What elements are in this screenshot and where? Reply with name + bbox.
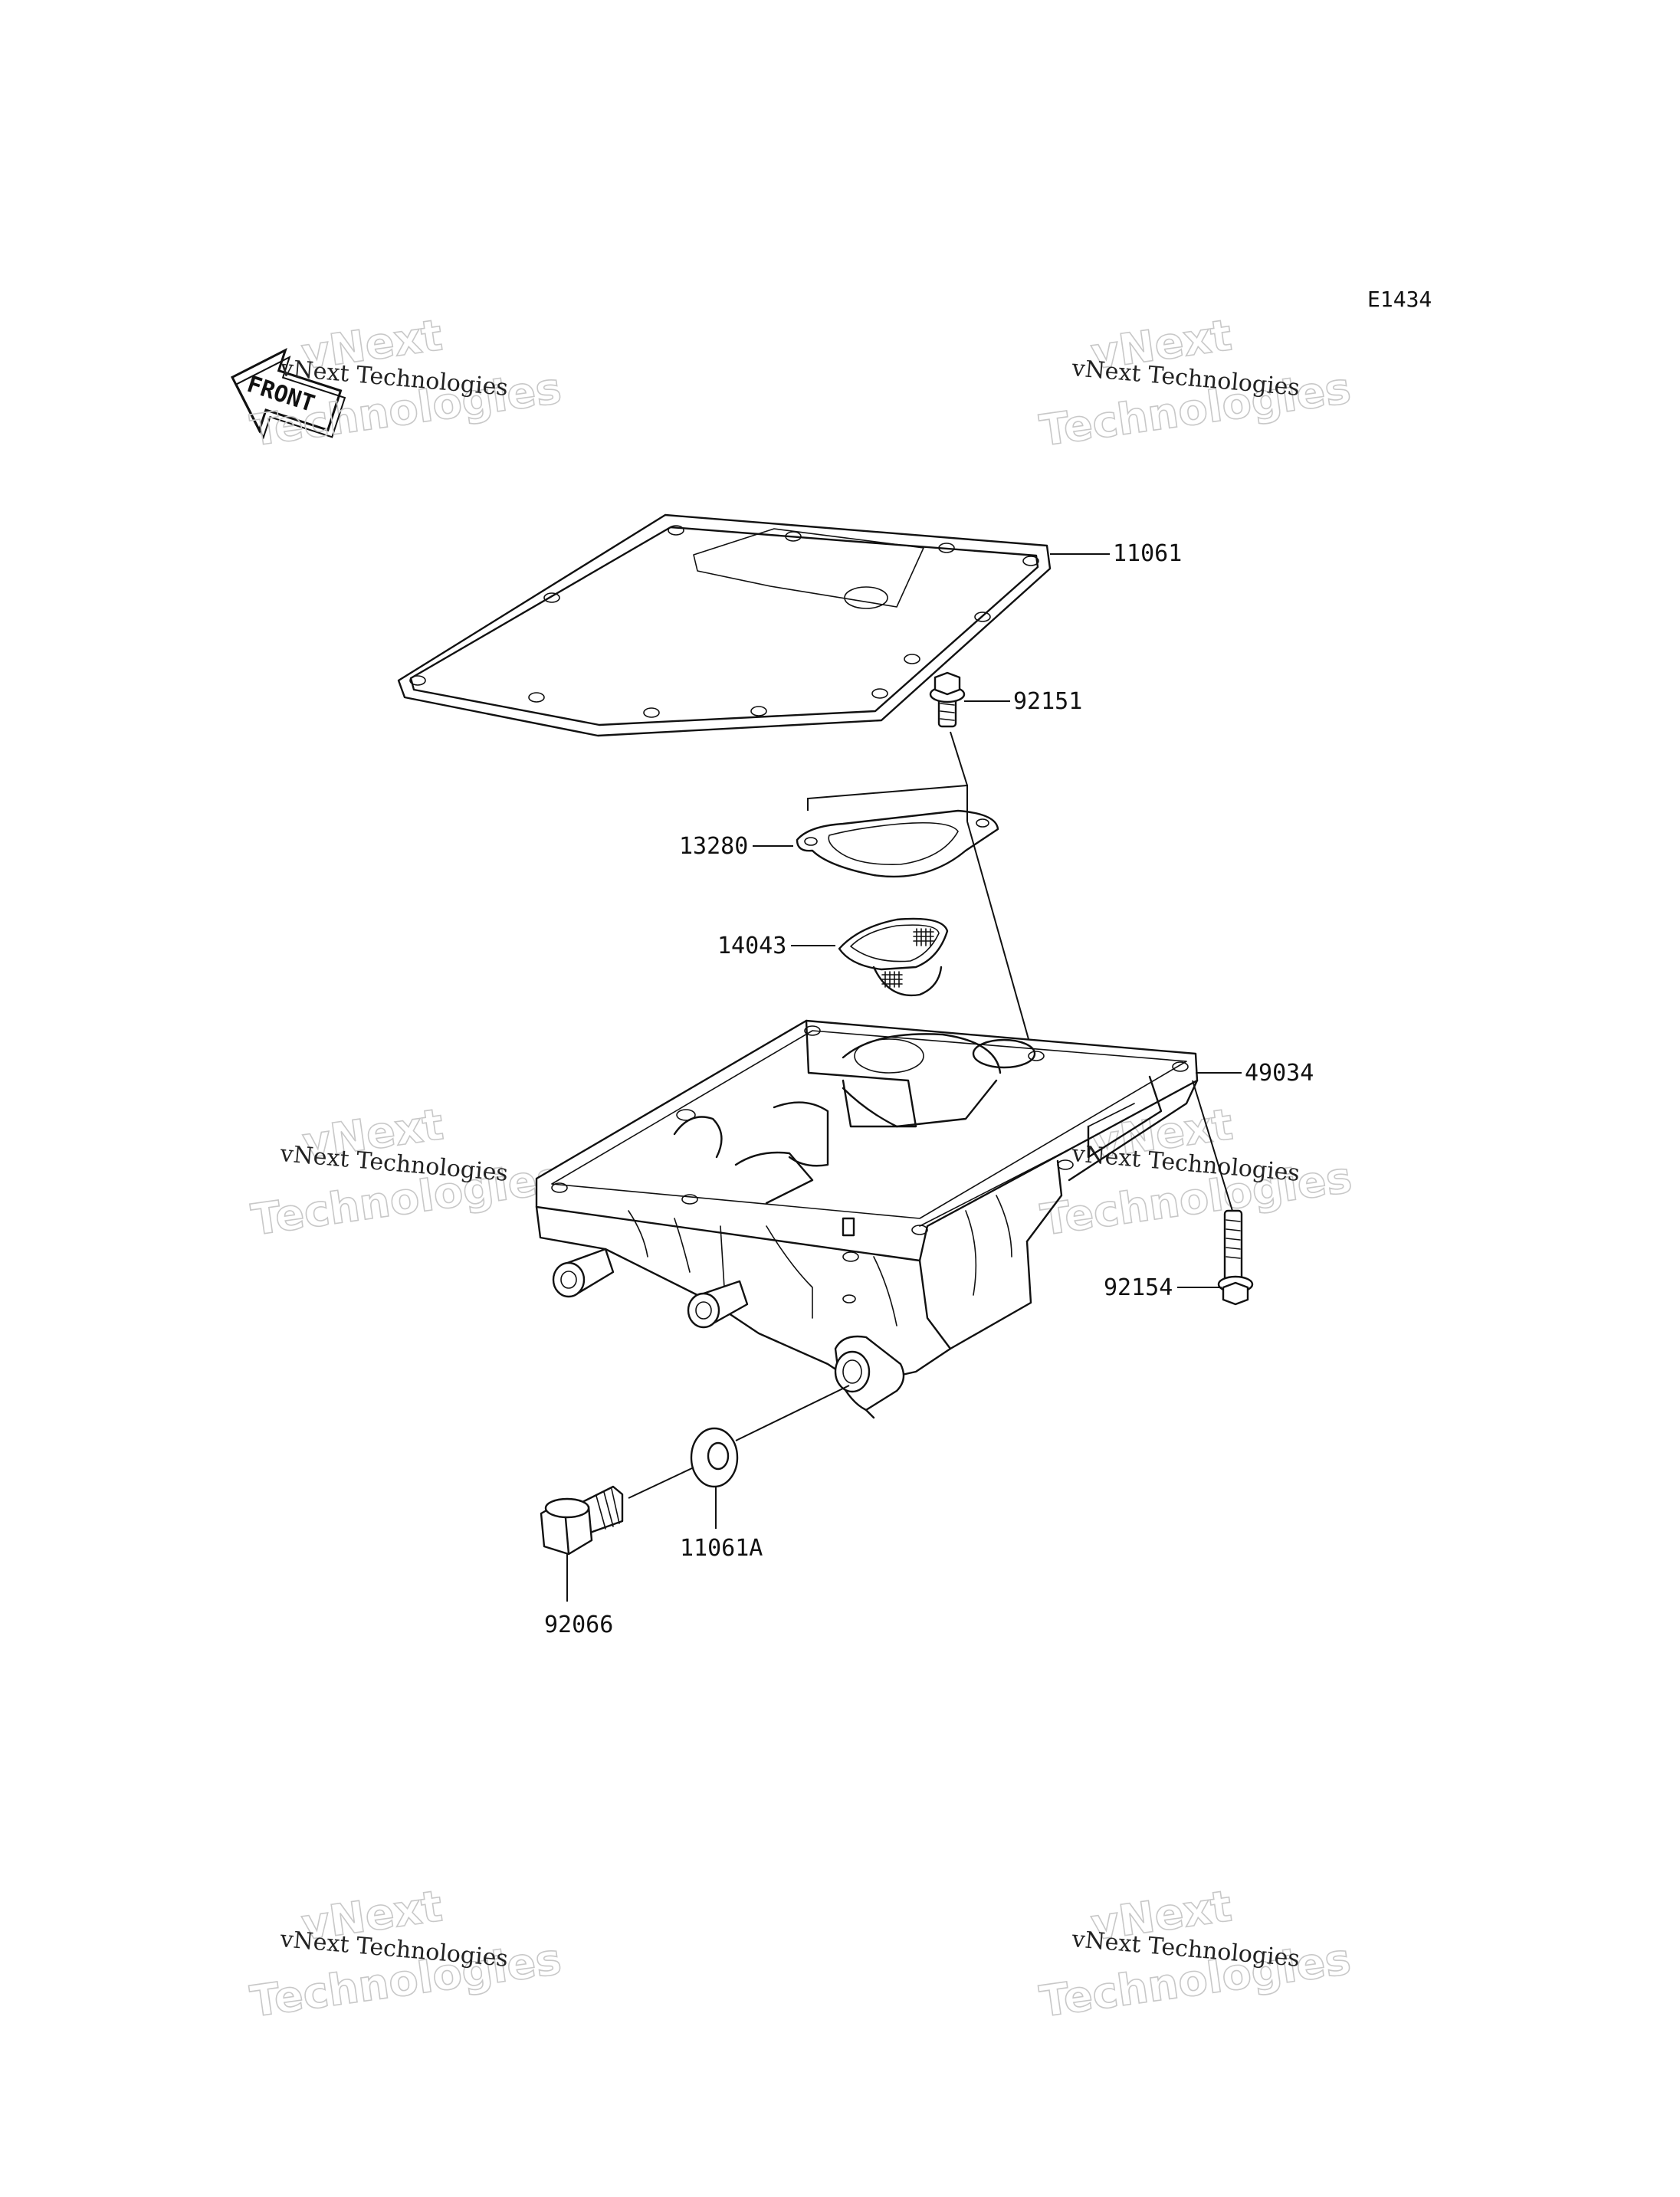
drain-plug-icon xyxy=(540,1485,624,1556)
diagram-code: E1434 xyxy=(1367,287,1432,312)
leader-line xyxy=(628,1467,694,1499)
part-number-flange-bolt-small: 92151 xyxy=(1013,688,1082,715)
drain-boss xyxy=(834,1335,905,1419)
strainer-gasket xyxy=(796,809,999,878)
part-number-gasket: 11061 xyxy=(1113,540,1182,567)
flange-bolt-small-icon xyxy=(929,671,966,728)
part-number-drain-plug: 92066 xyxy=(544,1612,613,1638)
hose-fitting-right xyxy=(687,1280,749,1329)
mesh-icon xyxy=(881,928,934,988)
part-number-strainer-gasket: 13280 xyxy=(679,833,748,860)
group-bracket xyxy=(807,784,968,821)
leader-line xyxy=(735,1385,850,1441)
part-number-oil-screen: 14043 xyxy=(717,933,786,959)
flange-bolt-long-icon xyxy=(1217,1209,1254,1306)
part-number-flange-bolt-long: 92154 xyxy=(1104,1274,1173,1301)
part-number-washer: 11061A xyxy=(680,1535,763,1562)
oil-pan-gasket xyxy=(397,513,1052,737)
washer-icon xyxy=(690,1427,739,1488)
hose-fitting-left xyxy=(552,1248,615,1298)
leader-line xyxy=(950,731,968,786)
front-arrow-icon: FRONT xyxy=(230,348,346,440)
oil-screen xyxy=(838,917,949,997)
oil-pan xyxy=(535,1019,1199,1419)
part-number-oil-pan: 49034 xyxy=(1245,1060,1314,1087)
leader-line xyxy=(1192,1080,1233,1212)
